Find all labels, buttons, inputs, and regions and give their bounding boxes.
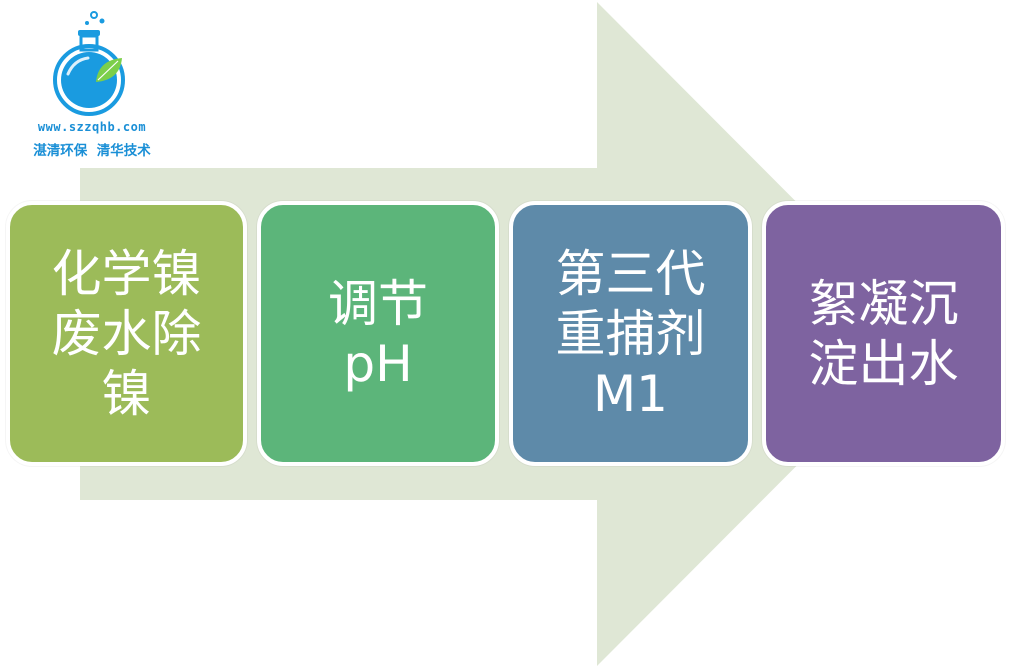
step-capture-agent-m1: 第三代 重捕剂 M1: [509, 201, 752, 466]
step-chemical-nickel-wastewater: 化学镍 废水除 镍: [6, 201, 247, 466]
arrow-shape: [80, 2, 928, 666]
logo-url: www.szzqhb.com: [37, 120, 147, 134]
step-label: 第三代 重捕剂 M1: [555, 244, 706, 423]
step-flocculation-sedimentation: 絮凝沉 淀出水: [762, 201, 1005, 466]
step-label: 絮凝沉 淀出水: [808, 274, 959, 393]
step-label: 化学镍 废水除 镍: [51, 244, 202, 423]
flask-icon: [53, 11, 125, 116]
step-adjust-ph: 调节 pH: [257, 201, 499, 466]
company-logo: www.szzqhb.com 湛清环保 清华技术: [12, 8, 172, 159]
logo-slogan: 湛清环保 清华技术: [33, 143, 151, 159]
step-label: 调节 pH: [328, 274, 428, 393]
